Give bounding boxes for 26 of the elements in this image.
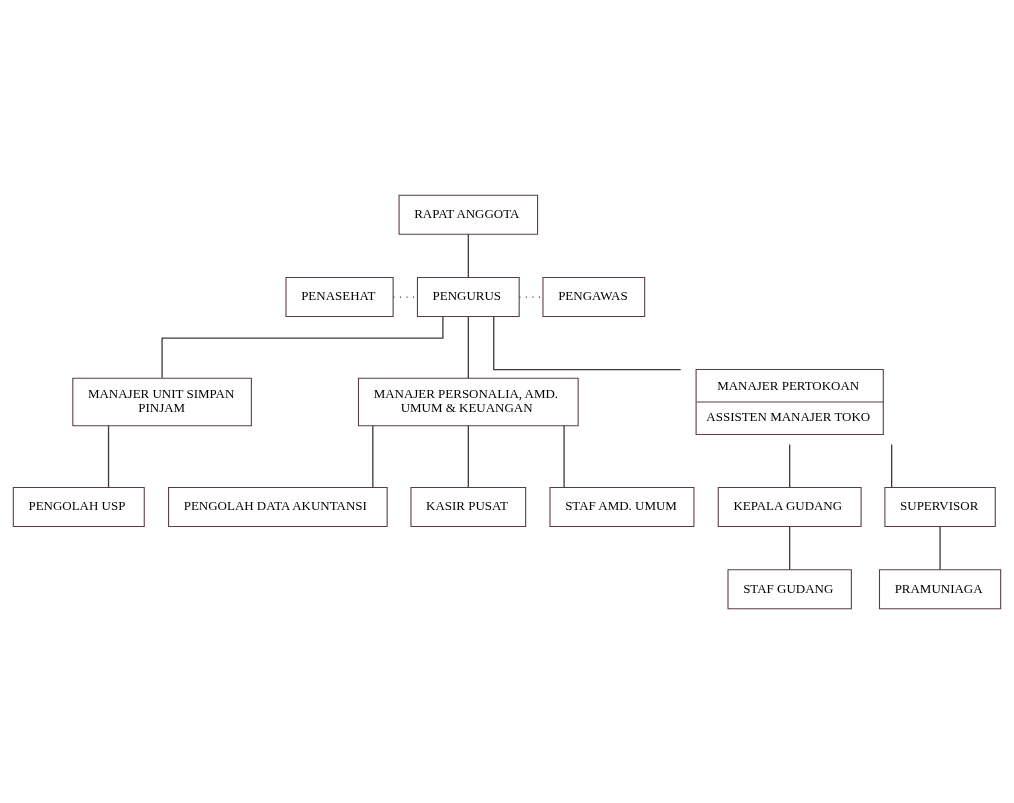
node-box: MANAJER PERSONALIA, AMD. UMUM & KEUANGAN	[357, 377, 579, 426]
connector	[161, 315, 444, 378]
node-box: PENGOLAH DATA AKUNTANSI	[168, 486, 388, 527]
node-box: STAF AMD. UMUM	[549, 486, 695, 527]
connector	[467, 233, 469, 278]
connector	[939, 525, 941, 570]
node-box: PRAMUNIAGA	[878, 568, 1002, 609]
node-box: KEPALA GUDANG	[717, 486, 862, 527]
node-box: SUPERVISOR	[884, 486, 996, 527]
connector	[891, 443, 893, 488]
connector	[789, 525, 791, 570]
connector	[107, 424, 110, 488]
node-box: PENGURUS	[416, 276, 520, 317]
connector	[563, 424, 565, 488]
node-box: STAF GUDANG	[727, 568, 852, 609]
connector	[493, 315, 682, 370]
node-box: PENASEHAT	[285, 276, 394, 317]
node-box: RAPAT ANGGOTA	[398, 194, 539, 235]
node-box: KASIR PUSAT	[410, 486, 527, 527]
connector	[467, 315, 469, 379]
connector	[372, 424, 374, 488]
node-box: PENGOLAH USP	[12, 486, 145, 527]
node-box: PENGAWAS	[542, 276, 646, 317]
connector	[789, 443, 791, 488]
connector	[467, 424, 469, 488]
node-box: MANAJER UNIT SIMPAN PINJAM	[72, 377, 252, 426]
